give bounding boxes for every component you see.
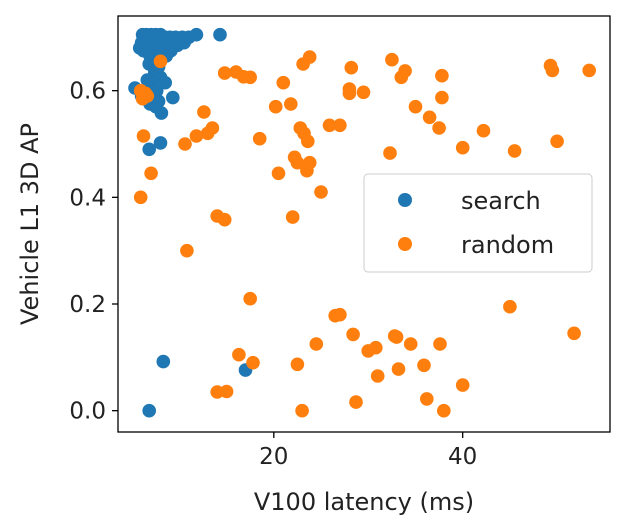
- random-point: [545, 63, 560, 78]
- random-point: [349, 395, 363, 409]
- random-point: [333, 118, 347, 133]
- legend-box: [363, 173, 593, 273]
- random-point: [383, 146, 397, 160]
- search-point: [156, 354, 171, 369]
- legend-label-search: search: [461, 187, 541, 215]
- random-point: [302, 155, 317, 170]
- y-tick-label: 0.0: [69, 399, 106, 425]
- legend: search random: [363, 173, 593, 273]
- random-point: [391, 362, 406, 376]
- legend-label-random: random: [461, 231, 554, 259]
- x-tick-label: 40: [448, 444, 477, 470]
- random-point: [476, 123, 491, 138]
- random-point: [403, 337, 418, 351]
- search-point: [154, 106, 169, 120]
- random-point: [290, 155, 305, 170]
- search-point: [142, 142, 156, 157]
- random-point: [140, 89, 155, 103]
- random-point: [369, 340, 383, 355]
- random-point: [153, 54, 168, 69]
- random-point: [232, 347, 246, 362]
- random-point: [344, 60, 359, 75]
- search-point: [166, 90, 180, 105]
- random-point: [301, 134, 315, 149]
- search-point: [153, 136, 168, 150]
- legend-marker-search: [398, 193, 412, 207]
- random-point: [271, 166, 286, 181]
- random-point: [243, 291, 257, 306]
- random-point: [356, 85, 371, 100]
- random-point: [285, 210, 300, 224]
- x-tick-label: 20: [259, 444, 288, 470]
- random-point: [408, 99, 423, 114]
- random-point: [582, 63, 596, 78]
- axes: 20 40 0.0 0.2 0.4 0.6: [69, 15, 611, 470]
- random-point: [420, 392, 434, 406]
- random-point: [133, 190, 148, 205]
- search-point: [189, 27, 204, 42]
- y-tick-label: 0.4: [69, 185, 106, 211]
- random-point: [346, 327, 360, 342]
- random-point: [370, 369, 385, 383]
- random-point: [314, 185, 328, 199]
- random-point: [290, 357, 305, 372]
- search-point: [213, 27, 227, 42]
- random-point: [197, 105, 211, 119]
- random-point: [200, 126, 215, 141]
- random-point: [178, 137, 192, 151]
- random-point: [435, 68, 449, 83]
- y-axis-label: Vehicle L1 3D AP: [16, 123, 44, 325]
- random-point: [219, 384, 234, 399]
- plot-area: [128, 27, 596, 418]
- search-point: [158, 75, 172, 90]
- y-tick-label: 0.6: [69, 79, 106, 105]
- legend-marker-random: [398, 237, 412, 251]
- random-point: [507, 144, 522, 158]
- random-point: [302, 50, 317, 64]
- random-point: [333, 307, 347, 322]
- random-point: [503, 299, 517, 314]
- random-point: [295, 403, 309, 418]
- random-point: [550, 134, 564, 149]
- random-point: [252, 131, 267, 146]
- axes-frame: [117, 15, 611, 433]
- random-point: [435, 90, 449, 105]
- x-axis-label: V100 latency (ms): [254, 488, 474, 516]
- random-point: [309, 337, 324, 351]
- random-point: [567, 326, 581, 341]
- series-random: [133, 50, 596, 418]
- random-point: [189, 129, 204, 143]
- random-point: [284, 97, 298, 111]
- random-point: [322, 118, 337, 133]
- random-point: [385, 52, 399, 67]
- random-point: [422, 110, 437, 125]
- search-point: [142, 403, 156, 418]
- search-point: [177, 35, 191, 50]
- random-point: [342, 82, 357, 96]
- random-point: [276, 75, 291, 90]
- random-point: [437, 403, 451, 418]
- random-point: [398, 64, 412, 78]
- random-point: [180, 243, 194, 258]
- random-point: [433, 337, 447, 351]
- random-point: [217, 212, 232, 227]
- y-tick-label: 0.2: [69, 292, 106, 318]
- random-point: [246, 355, 260, 370]
- random-point: [455, 378, 470, 392]
- random-point: [387, 329, 402, 343]
- random-point: [136, 129, 151, 143]
- random-point: [243, 70, 257, 85]
- random-point: [144, 166, 158, 181]
- random-point: [268, 99, 283, 114]
- random-point: [432, 121, 446, 135]
- random-point: [417, 358, 431, 373]
- random-point: [217, 66, 232, 80]
- random-point: [455, 140, 470, 155]
